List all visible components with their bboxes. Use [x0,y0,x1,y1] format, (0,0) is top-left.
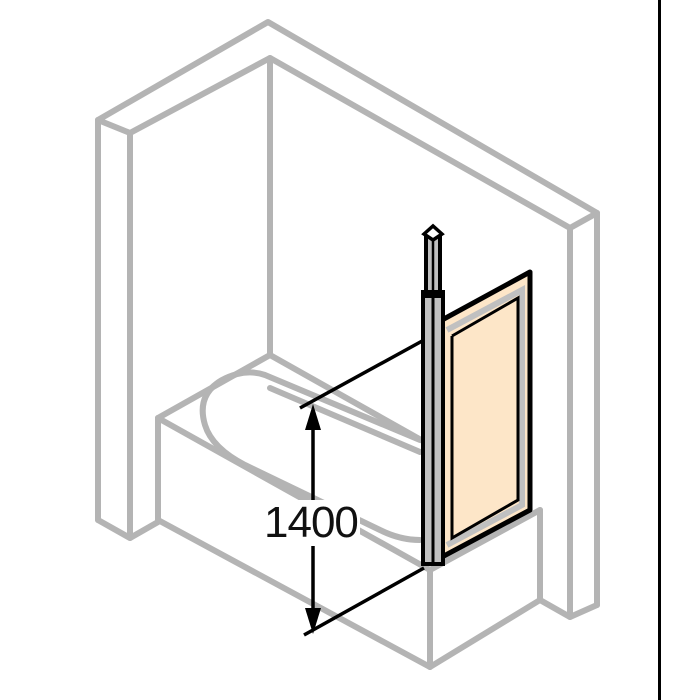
bath-screen [421,223,533,566]
wall-top-inner [127,55,573,231]
glass-frame-profile [445,285,525,548]
arrowhead-up-icon [305,404,321,430]
dimension-bottom-extension [303,566,425,637]
tub-basin [199,369,423,543]
right-wall-cap [567,210,600,231]
tub-side-top [427,507,543,573]
wall-post-collar [421,290,445,298]
room-outline [95,19,600,670]
dimension-label: 1400 [262,498,360,547]
arrowhead-down-icon [305,608,321,634]
right-wall-bottom [537,597,600,620]
tub-front-bottom [155,517,433,670]
tub-side-bottom [427,597,543,670]
right-border-line [658,0,661,700]
left-wall-bottom [95,517,161,541]
tub-rim-front [155,415,433,573]
left-wall-cap [95,117,133,136]
glass-frame-inner-edge [450,295,520,541]
tub-basin-inner [267,385,423,455]
wall-post-cap [421,223,445,243]
dimension-top-extension [299,338,425,410]
wall-top-outer [95,19,600,216]
